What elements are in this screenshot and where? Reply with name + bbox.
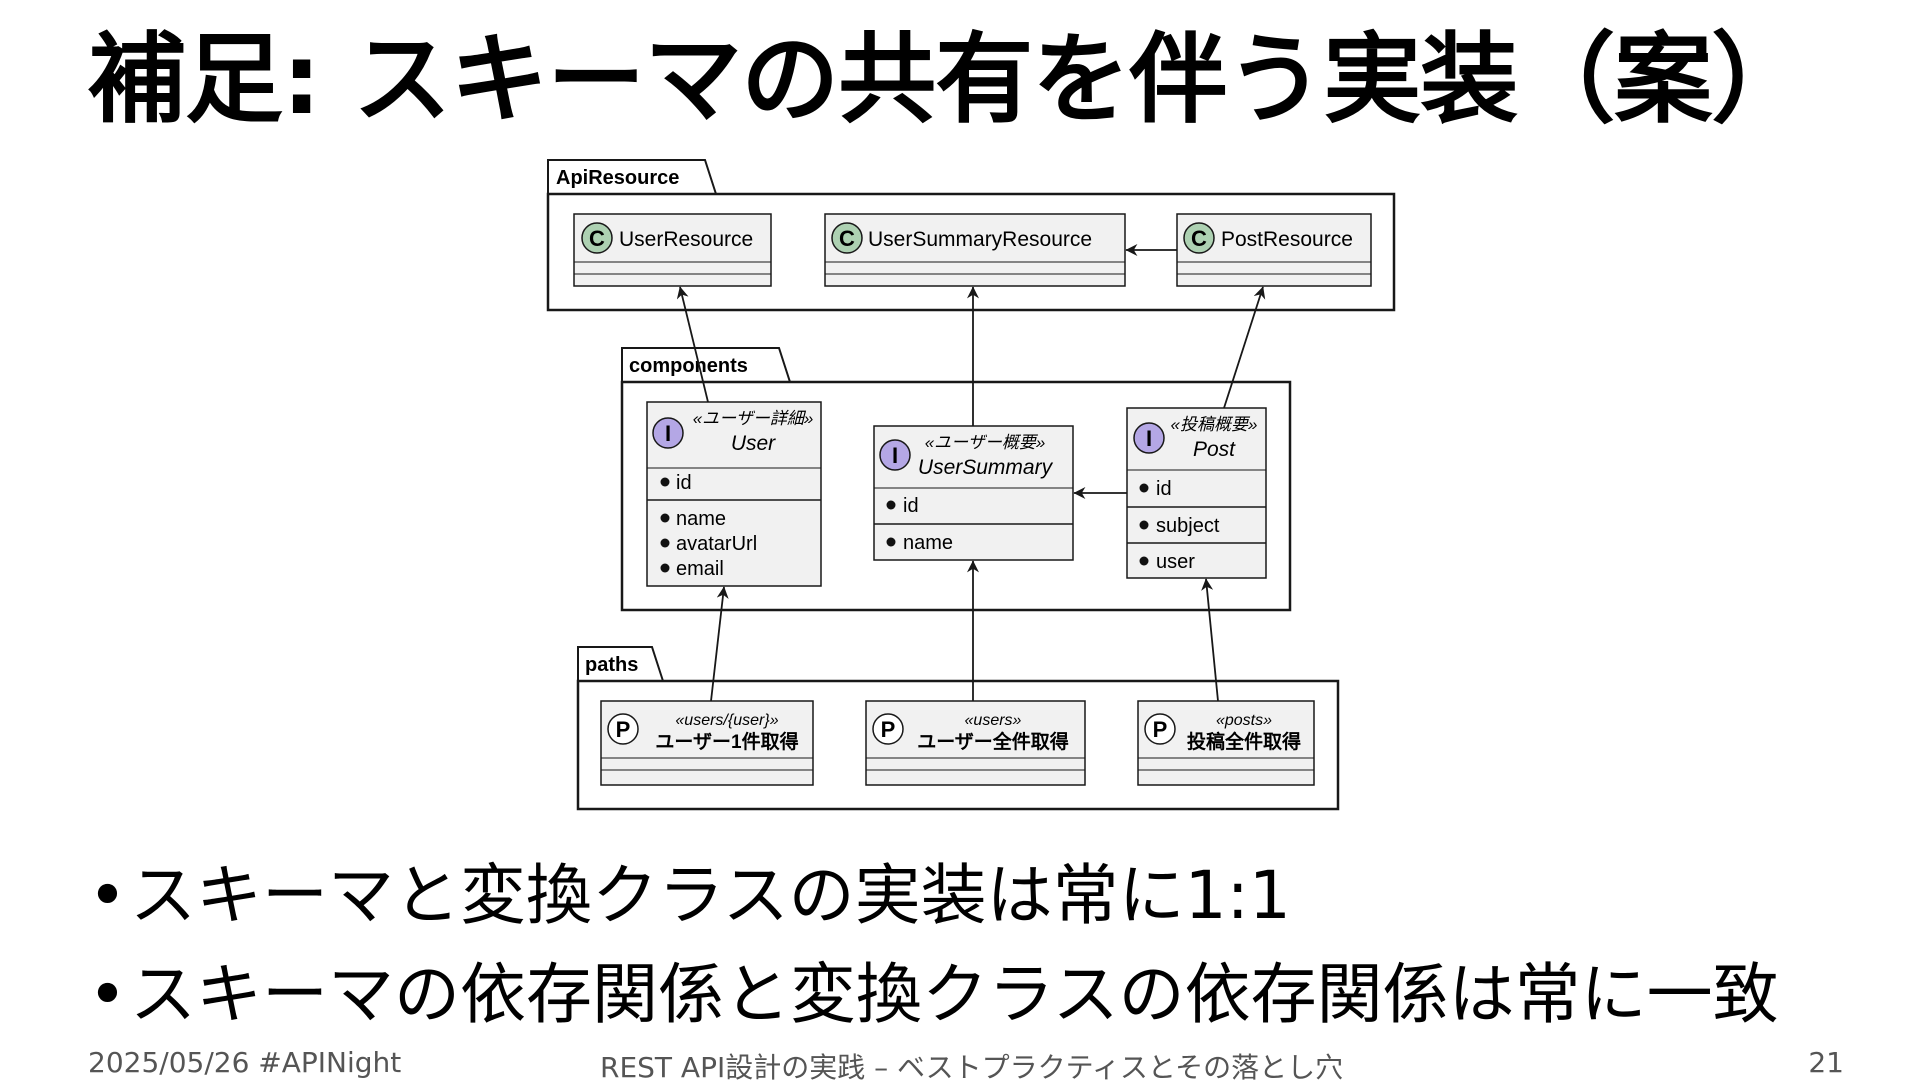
field: name	[903, 532, 953, 554]
svg-text:C: C	[589, 226, 605, 251]
package-label-paths: paths	[585, 654, 638, 676]
class-c-icon	[581, 222, 613, 254]
field: email	[676, 558, 724, 580]
field: name	[676, 508, 726, 530]
class-post-resource: C PostResource	[1176, 213, 1372, 287]
path-name: ユーザー全件取得	[917, 730, 1069, 753]
dependency-arrows	[676, 244, 1266, 702]
class-name: UserResource	[619, 228, 753, 251]
path-p-icon	[872, 713, 904, 745]
field: id	[1156, 478, 1172, 500]
package-components: components	[620, 347, 1292, 612]
interface-user-summary: I «ユーザー概要» UserSummary id name	[873, 425, 1074, 561]
bullet-text: スキーマと変換クラスの実装は常に1:1	[130, 857, 1291, 934]
stereotype: «ユーザー概要»	[925, 433, 1046, 452]
arrow-get-user-to-user	[710, 586, 729, 702]
footer-page-number: 21	[1808, 1046, 1844, 1079]
package-label-api: ApiResource	[556, 167, 679, 189]
interface-user: I «ユーザー詳細» User id name avatarUrl email	[646, 401, 822, 587]
field: user	[1156, 551, 1195, 573]
svg-text:I: I	[665, 421, 671, 446]
svg-text:C: C	[839, 226, 855, 251]
path-p-icon	[1144, 713, 1176, 745]
path-name: 投稿全件取得	[1187, 730, 1301, 753]
interface-name: UserSummary	[918, 456, 1054, 479]
interface-name: User	[731, 432, 776, 455]
path-get-users: P «users» ユーザー全件取得	[865, 700, 1086, 786]
footer-date-tag: 2025/05/26 #APINight	[88, 1046, 402, 1079]
class-c-icon	[831, 222, 863, 254]
package-label-components: components	[629, 355, 748, 377]
bullet-text: スキーマの依存関係と変換クラスの依存関係は常に一致	[130, 956, 1779, 1033]
bullet-item: •スキーマと変換クラスの実装は常に1:1	[88, 857, 1291, 934]
field: avatarUrl	[676, 533, 757, 555]
interface-post: I «投稿概要» Post id subject user	[1126, 407, 1267, 579]
svg-text:P: P	[1153, 717, 1168, 742]
bullet-item: •スキーマの依存関係と変換クラスの依存関係は常に一致	[88, 956, 1779, 1033]
stereotype: «ユーザー詳細»	[693, 409, 814, 428]
interface-name: Post	[1193, 438, 1236, 461]
svg-text:C: C	[1191, 226, 1207, 251]
class-name: PostResource	[1221, 228, 1353, 251]
footer-presentation-title: REST API設計の実践 – ベストプラクティスとその落とし穴	[600, 1051, 1344, 1084]
slide-title: 補足: スキーマの共有を伴う実装（案）	[88, 23, 1809, 137]
stereotype: «users/{user}»	[675, 712, 778, 729]
svg-text:I: I	[892, 443, 898, 468]
class-user-summary-resource: C UserSummaryResource	[824, 213, 1126, 287]
stereotype: «posts»	[1216, 712, 1272, 729]
path-p-icon	[607, 713, 639, 745]
svg-text:I: I	[1146, 426, 1152, 451]
package-api-resource: ApiResource	[546, 159, 1396, 312]
field: subject	[1156, 515, 1220, 537]
path-get-user: P «users/{user}» ユーザー1件取得	[600, 700, 814, 786]
class-c-icon	[1183, 222, 1215, 254]
class-name: UserSummaryResource	[868, 228, 1092, 251]
field: id	[903, 495, 919, 517]
svg-text:P: P	[881, 717, 896, 742]
uml-diagram: ApiResource C UserResource C UserSummary…	[546, 159, 1396, 811]
package-paths: paths	[576, 646, 1340, 811]
stereotype: «users»	[965, 712, 1022, 729]
interface-i-icon	[1133, 422, 1165, 454]
arrow-post-to-post-resource	[1223, 286, 1266, 409]
interface-i-icon	[652, 417, 684, 449]
arrow-user-to-user-resource	[676, 286, 709, 403]
path-name: ユーザー1件取得	[655, 730, 798, 753]
svg-text:P: P	[616, 717, 631, 742]
bullet-list: •スキーマと変換クラスの実装は常に1:1 •スキーマの依存関係と変換クラスの依存…	[88, 846, 1779, 1044]
path-get-posts: P «posts» 投稿全件取得	[1137, 700, 1315, 786]
arrow-get-posts-to-post	[1201, 578, 1219, 702]
class-user-resource: C UserResource	[573, 213, 772, 287]
stereotype: «投稿概要»	[1171, 415, 1258, 434]
interface-i-icon	[879, 439, 911, 471]
field: id	[676, 472, 692, 494]
